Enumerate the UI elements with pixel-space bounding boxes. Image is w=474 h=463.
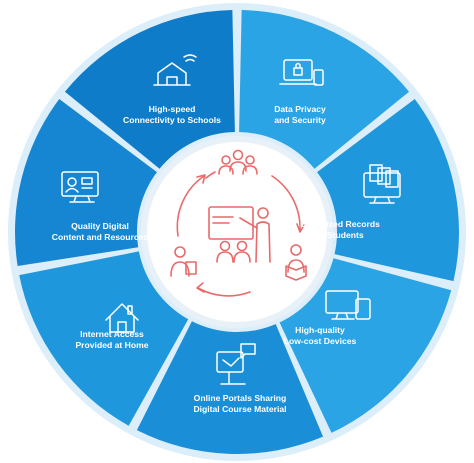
- segments-group: [14, 10, 459, 454]
- segment-6: [19, 251, 189, 426]
- teacher-classroom-cycle-icon: [170, 149, 307, 297]
- segment-label-line2: of Students: [316, 230, 364, 240]
- segment-label-line1: Online Portals Sharing: [193, 393, 287, 403]
- laptop-lock-icon: [279, 59, 324, 86]
- segment-label-line1: High-speed: [148, 104, 196, 114]
- segment-label-line1: Data Privacy: [274, 104, 326, 114]
- online-portal-icon: [216, 343, 256, 385]
- segment-7: [14, 99, 157, 266]
- segment-label-line2: Low-cost Devices: [283, 336, 357, 346]
- segment-2: [239, 10, 410, 169]
- devices-icon: [325, 290, 371, 320]
- segment-label-line1: Digitalized Records: [300, 219, 380, 229]
- school-wifi-icon: [153, 54, 197, 86]
- segment-5: [136, 321, 324, 454]
- segment-label-line2: Provided at Home: [75, 340, 149, 350]
- segment-label-line2: Content and Resources: [51, 232, 149, 242]
- documents-monitor-icon: [363, 164, 401, 204]
- icons-group: [61, 54, 401, 385]
- segment-label-line1: High-quality: [295, 325, 345, 335]
- segment-label-line2: Digital Course Material: [193, 404, 287, 414]
- segment-label-line1: Quality Digital: [71, 221, 129, 231]
- home-icon: [105, 303, 139, 333]
- segment-label-line2: and Security: [274, 115, 326, 125]
- digital-content-icon: [61, 171, 99, 203]
- segment-label-line1: Internet Access: [80, 329, 144, 339]
- segment-label-line2: Connectivity to Schools: [123, 115, 221, 125]
- segment-1: [64, 10, 235, 169]
- segment-4: [279, 258, 452, 433]
- segment-3: [317, 99, 459, 282]
